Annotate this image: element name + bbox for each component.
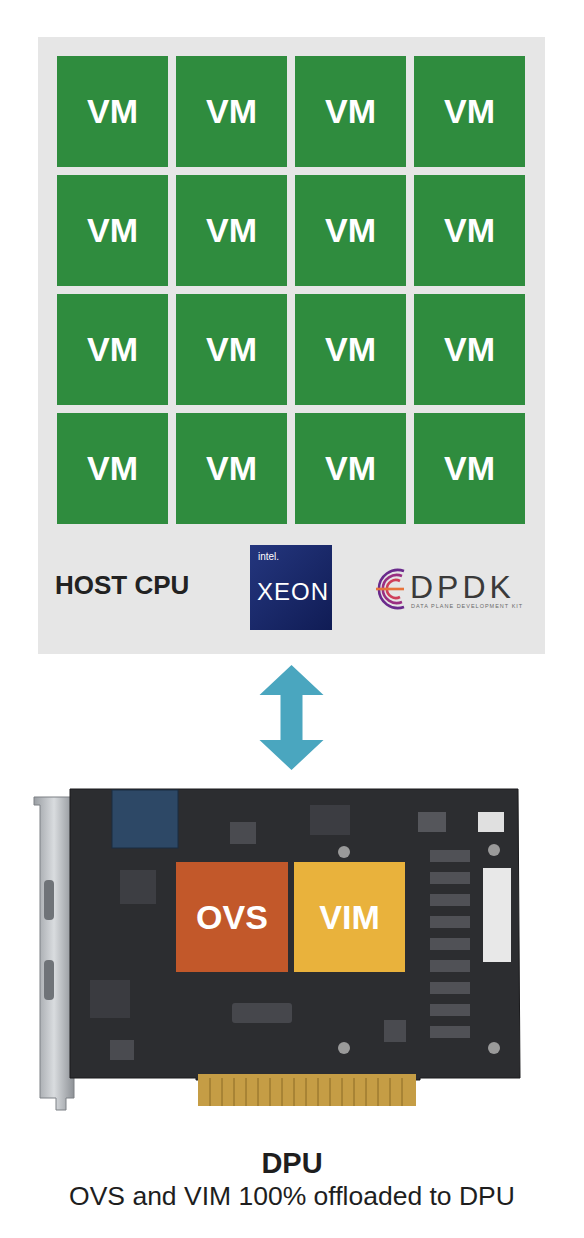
vm-box: VM: [414, 56, 525, 167]
node-heading: VIM: [294, 862, 405, 972]
node-heading: DPU: [20, 1147, 564, 1180]
vm-box: VM: [176, 294, 287, 405]
node-heading: VM: [57, 56, 168, 167]
node-heading: VM: [414, 175, 525, 286]
vm-box: VM: [414, 413, 525, 524]
node-heading: VM: [414, 294, 525, 405]
dpdk-subtitle: DATA PLANE DEVELOPMENT KIT: [411, 603, 523, 609]
vm-box: VM: [176, 175, 287, 286]
component-row: [430, 850, 470, 1038]
pcb: [70, 789, 520, 1080]
host-cpu-box: HOST CPUVMVMVMVMVMVMVMVMVMVMVMVMVMVMVMVM: [38, 37, 545, 654]
vm-box: VM: [414, 175, 525, 286]
node-heading: VM: [57, 175, 168, 286]
dpdk-logo-text: DPDK: [410, 569, 515, 606]
vm-box: VM: [414, 294, 525, 405]
pci-bracket: [34, 797, 74, 1110]
vm-box: VM: [295, 294, 406, 405]
chip: [110, 1040, 134, 1060]
node-heading: VM: [176, 175, 287, 286]
screw: [488, 1042, 500, 1054]
screw: [338, 846, 350, 858]
node-heading: VM: [295, 294, 406, 405]
finger-stripes: [210, 1078, 402, 1106]
node-heading: VM: [176, 56, 287, 167]
node-heading: VM: [414, 56, 525, 167]
ovs-box: OVS: [176, 862, 288, 972]
chip: [120, 870, 156, 904]
vm-box: VM: [57, 56, 168, 167]
chip: [90, 980, 130, 1018]
node-heading: VM: [295, 56, 406, 167]
screw: [338, 1042, 350, 1054]
node-heading: VM: [176, 413, 287, 524]
vm-box: VM: [295, 175, 406, 286]
chip: [418, 812, 446, 832]
gold-fingers: [198, 1074, 416, 1106]
vm-box: VM: [295, 413, 406, 524]
label-sticker: [478, 812, 504, 832]
node-heading: VM: [295, 413, 406, 524]
vm-box: VM: [176, 56, 287, 167]
node-body: OVS and VIM 100% offloaded to DPU: [20, 1181, 564, 1212]
node-heading: VM: [414, 413, 525, 524]
vm-box: VM: [57, 413, 168, 524]
node-heading: VM: [295, 175, 406, 286]
xeon-logo-text: XEON: [257, 578, 329, 606]
node-heading: OVS: [176, 862, 288, 972]
node-heading: HOST CPU: [55, 570, 189, 601]
m2-module: [112, 790, 178, 848]
chip: [310, 805, 350, 835]
chip: [230, 822, 256, 844]
vm-box: VM: [176, 413, 287, 524]
vm-box: VM: [57, 175, 168, 286]
double-arrow: [260, 665, 324, 770]
bracket-slot: [44, 880, 54, 920]
node-heading: VM: [57, 294, 168, 405]
vim-box: VIM: [294, 862, 405, 972]
dpu-card-node: DPUOVS and VIM 100% offloaded to DPU OVSV…: [20, 785, 564, 1225]
vm-box: VM: [57, 294, 168, 405]
chip: [384, 1020, 406, 1042]
node-heading: VM: [57, 413, 168, 524]
bracket-slot: [44, 960, 54, 1000]
connector: [232, 1003, 292, 1023]
vm-box: VM: [295, 56, 406, 167]
dpu-card: [34, 789, 520, 1110]
node-heading: VM: [176, 294, 287, 405]
intel-logo-text: intel.: [258, 551, 279, 562]
label-sticker: [483, 868, 511, 962]
screw: [488, 844, 500, 856]
